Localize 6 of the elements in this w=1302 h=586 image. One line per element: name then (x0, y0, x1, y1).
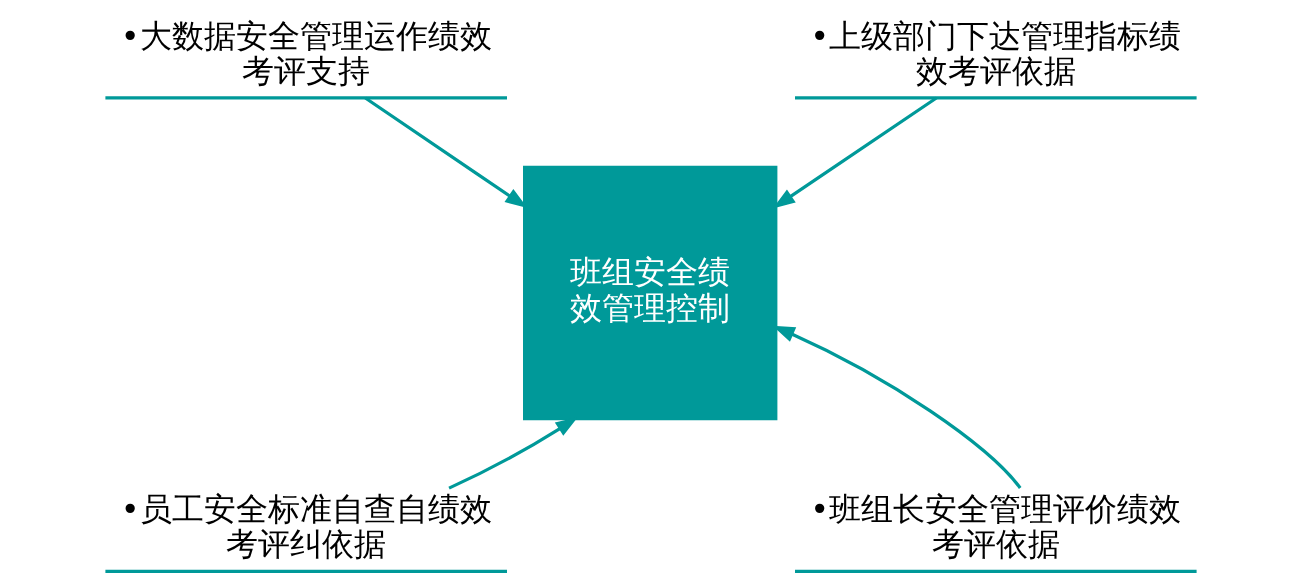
node-text: •员工安全标准自查自绩效考评纠依据 (120, 490, 492, 564)
arrow (448, 417, 578, 490)
node-text: •大数据安全管理运作绩效考评支持 (120, 16, 492, 90)
node-box: 班组安全绩效管理控制 (523, 165, 778, 421)
node-text: •班组长安全管理评价绩效考评依据 (810, 490, 1182, 564)
node-text: •上级部门下达管理指标绩效考评依据 (810, 16, 1182, 90)
